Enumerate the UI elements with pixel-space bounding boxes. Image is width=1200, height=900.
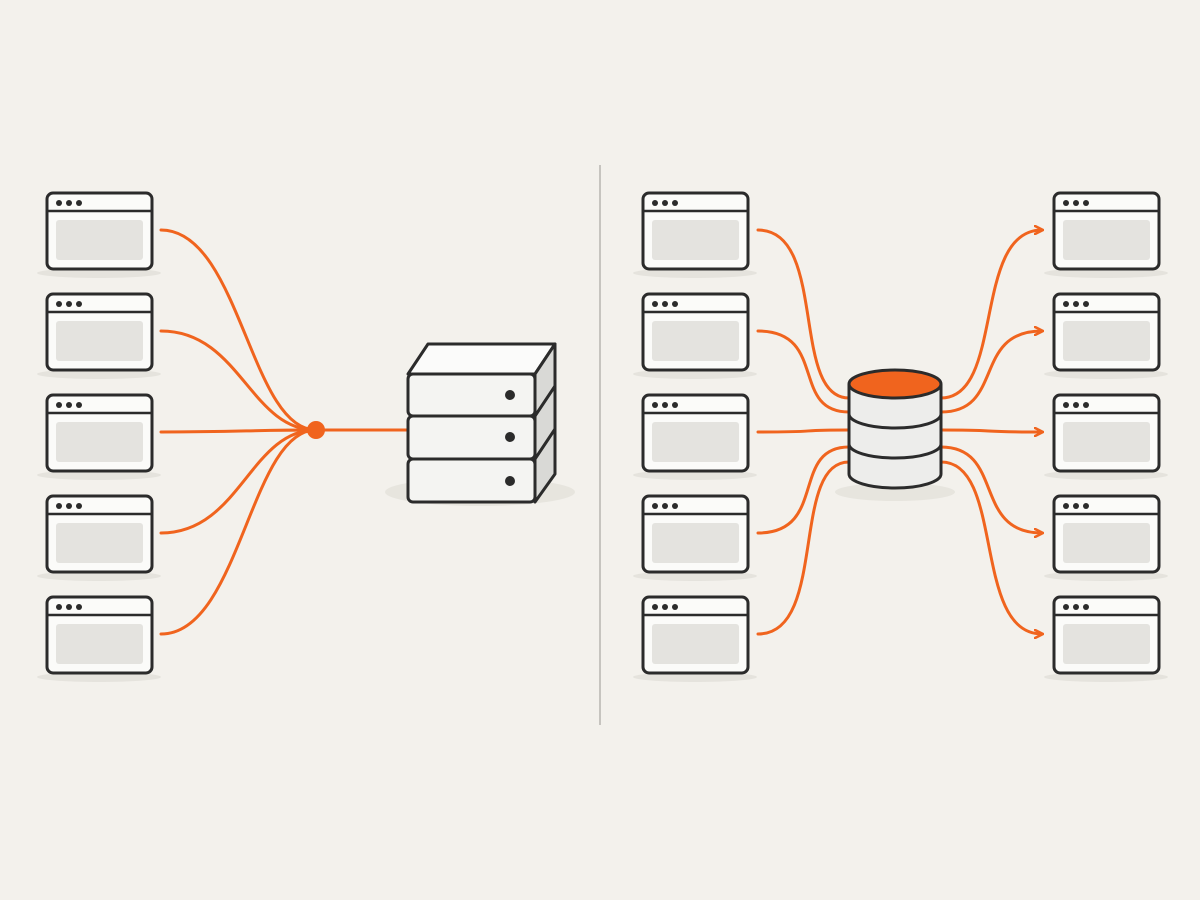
output-window-icon <box>1044 191 1168 278</box>
output-window-icon <box>1044 595 1168 682</box>
input-flow-line <box>756 460 851 636</box>
client-window-icon <box>37 494 161 581</box>
input-flow-line <box>756 228 851 400</box>
client-window-icon <box>37 292 161 379</box>
client-window-icon <box>37 393 161 480</box>
input-window-icon <box>633 393 757 480</box>
output-flow-line <box>939 430 1042 432</box>
right-flows <box>756 228 1042 636</box>
input-window-icon <box>633 191 757 278</box>
left-flow-line <box>159 228 318 432</box>
junction-dot-icon <box>307 421 325 439</box>
output-flow-line <box>939 230 1042 400</box>
left-flows <box>159 228 409 636</box>
right-output-clients <box>1044 191 1168 682</box>
input-flow-line <box>756 329 851 414</box>
output-window-icon <box>1044 292 1168 379</box>
left-flow-line <box>159 428 318 434</box>
right-input-clients <box>633 191 757 682</box>
right-panel <box>633 191 1168 682</box>
output-window-icon <box>1044 393 1168 480</box>
input-flow-line <box>756 445 851 535</box>
left-flow-line <box>159 428 318 636</box>
client-window-icon <box>37 191 161 278</box>
input-window-icon <box>633 292 757 379</box>
input-window-icon <box>633 595 757 682</box>
output-flow-line <box>939 460 1042 634</box>
left-panel <box>37 191 575 682</box>
input-window-icon <box>633 494 757 581</box>
client-window-icon <box>37 595 161 682</box>
left-flow-line <box>159 428 318 535</box>
output-flow-line <box>939 331 1042 414</box>
server-stack-icon <box>385 342 575 506</box>
database-icon <box>835 368 955 501</box>
left-clients <box>37 191 161 682</box>
left-flow-line <box>159 329 318 432</box>
output-window-icon <box>1044 494 1168 581</box>
input-flow-line <box>756 428 851 434</box>
output-flow-line <box>939 445 1042 533</box>
